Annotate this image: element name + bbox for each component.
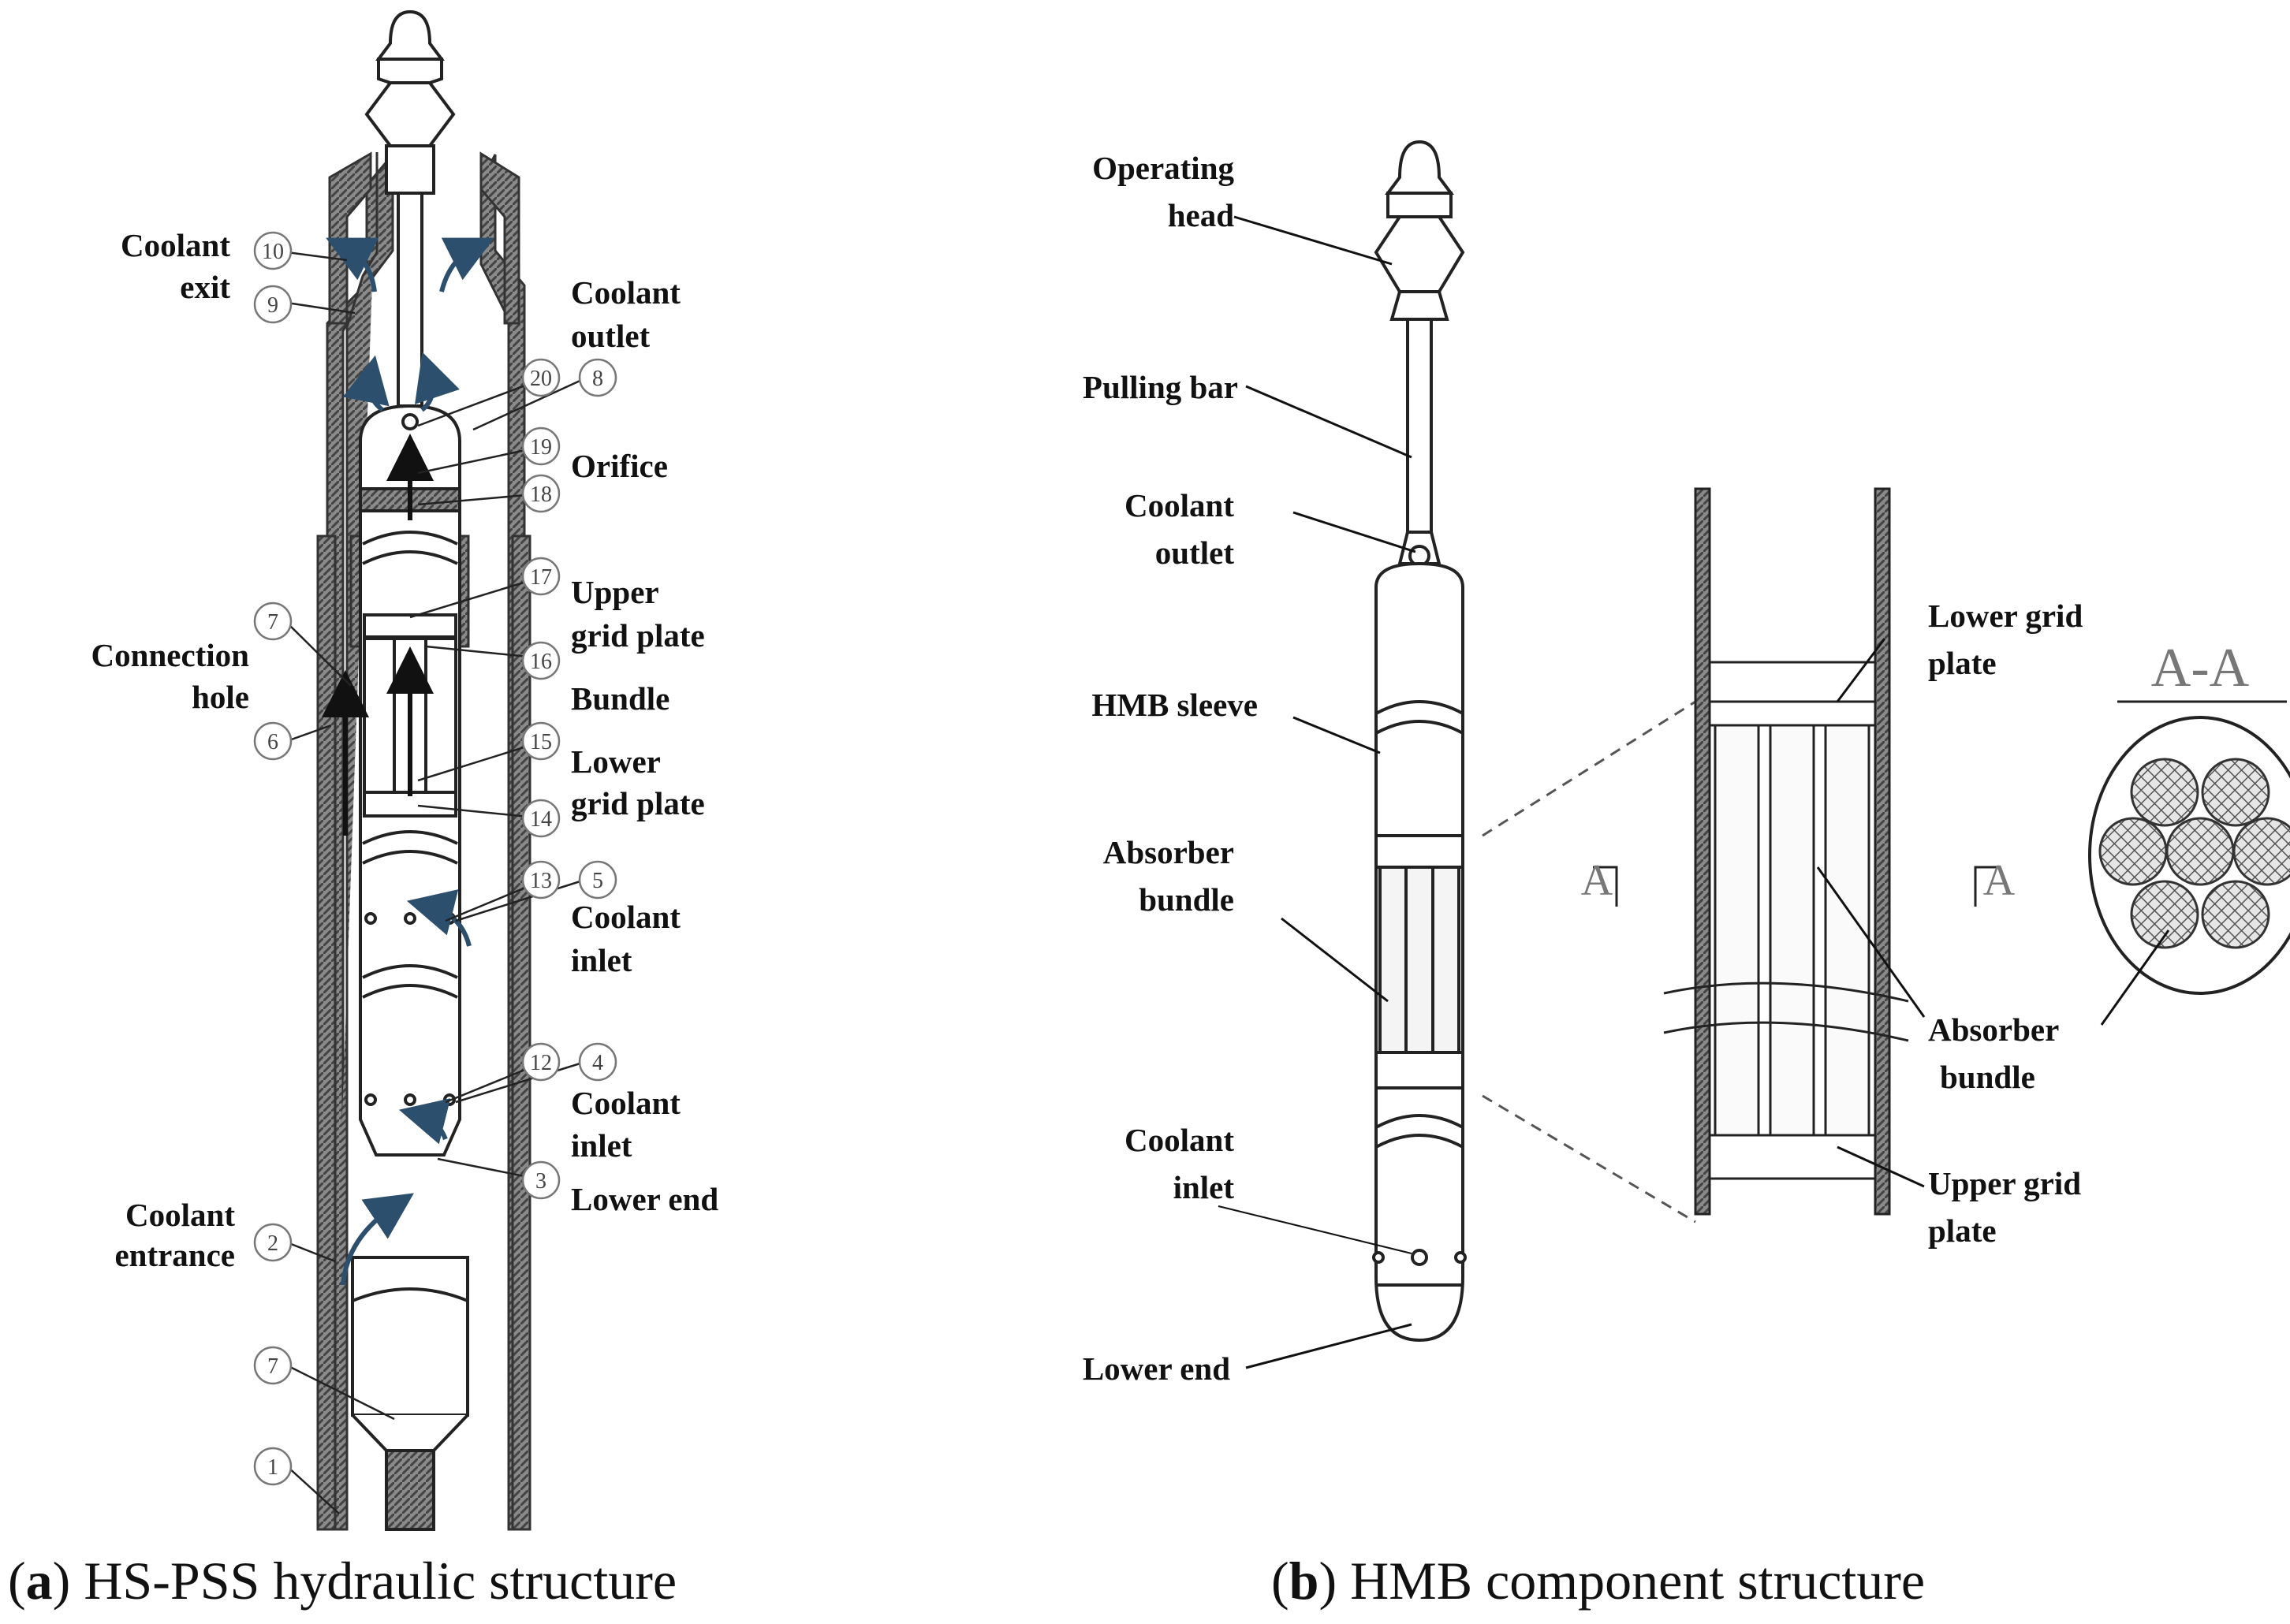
leader-lines-b — [1218, 215, 2170, 1369]
num-8: 8 — [592, 367, 603, 391]
flow-arrows-a — [322, 237, 494, 1286]
caption-b-letter: b — [1289, 1551, 1319, 1611]
labels-a: Coolant exit Coolant outlet Orifice Uppe… — [91, 227, 719, 1273]
label-upper-grid-plate-2: grid plate — [571, 617, 705, 654]
label-coolant-inlet-b1: Coolant — [1124, 1122, 1234, 1158]
label-lower-grid-plate-2: grid plate — [571, 785, 705, 821]
caption-a-text: HS-PSS hydraulic structure — [70, 1551, 677, 1611]
label-coolant-entrance-1: Coolant — [125, 1197, 235, 1233]
num-19: 19 — [530, 435, 552, 460]
label-upper-grid-plate-b1: Upper grid — [1928, 1165, 2081, 1201]
label-bundle: Bundle — [571, 680, 669, 717]
panel-b: Operating head Pulling bar Coolant outle… — [1083, 140, 2290, 1611]
num-7-upper: 7 — [267, 610, 278, 635]
label-coolant-inlet-2a: Coolant — [571, 1085, 681, 1121]
labels-b: Operating head Pulling bar Coolant outle… — [1083, 150, 2250, 1387]
num-9: 9 — [267, 293, 278, 318]
label-coolant-entrance-2: entrance — [114, 1237, 235, 1273]
num-3: 3 — [535, 1169, 546, 1194]
label-connection-hole-1: Connection — [91, 637, 250, 673]
num-17: 17 — [530, 565, 552, 590]
cross-section — [2088, 700, 2290, 995]
label-lower-end-a: Lower end — [571, 1181, 718, 1217]
num-12: 12 — [530, 1051, 552, 1075]
label-lower-grid-plate-b2: plate — [1928, 645, 1997, 681]
label-coolant-inlet-b2: inlet — [1173, 1169, 1235, 1205]
label-coolant-outlet-2: outlet — [571, 318, 651, 354]
label-coolant-exit-2: exit — [180, 269, 230, 305]
label-operating-head-2: head — [1168, 197, 1235, 233]
num-18: 18 — [530, 482, 552, 507]
num-14: 14 — [530, 807, 552, 832]
label-coolant-outlet-b1: Coolant — [1124, 487, 1234, 523]
label-upper-grid-plate-1: Upper — [571, 574, 659, 610]
num-1: 1 — [267, 1455, 278, 1480]
num-10: 10 — [262, 240, 284, 264]
num-6: 6 — [267, 730, 278, 754]
num-2: 2 — [267, 1231, 278, 1256]
caption-b: (b) HMB component structure — [1271, 1551, 1925, 1611]
label-section-mark-right: A — [1983, 856, 2016, 905]
label-lower-end-b: Lower end — [1083, 1350, 1230, 1387]
panel-a: 10 9 20 8 19 18 17 7 16 6 15 14 13 5 12 … — [8, 9, 719, 1611]
caption-a: (a) HS-PSS hydraulic structure — [8, 1551, 677, 1611]
num-16: 16 — [530, 650, 552, 674]
lower-support-a — [351, 1256, 469, 1531]
num-4: 4 — [592, 1051, 603, 1075]
label-lower-grid-plate-b1: Lower grid — [1928, 598, 2083, 634]
label-coolant-outlet-1: Coolant — [571, 274, 681, 311]
label-absorber-bundle-2: bundle — [1139, 881, 1234, 918]
leader-lines-a — [286, 251, 586, 1514]
label-coolant-exit-1: Coolant — [121, 227, 230, 263]
label-coolant-outlet-b2: outlet — [1155, 535, 1235, 571]
num-20: 20 — [530, 367, 552, 391]
label-section-mark-left: A — [1581, 856, 1613, 905]
num-7-lower: 7 — [267, 1354, 278, 1379]
num-5: 5 — [592, 869, 603, 893]
num-13: 13 — [530, 869, 552, 893]
label-coolant-inlet-2b: inlet — [571, 1127, 632, 1164]
label-connection-hole-2: hole — [192, 679, 249, 715]
label-coolant-inlet-1a: Coolant — [571, 899, 681, 935]
label-hmb-sleeve: HMB sleeve — [1091, 687, 1258, 723]
label-pulling-bar: Pulling bar — [1083, 369, 1238, 405]
caption-b-text: HMB component structure — [1337, 1551, 1925, 1611]
callout-numbers-a — [253, 231, 617, 1486]
caption-a-letter: a — [26, 1551, 53, 1611]
num-15: 15 — [530, 730, 552, 754]
label-absorber-bundle-d2: bundle — [1940, 1059, 2035, 1095]
label-section-aa: A-A — [2151, 638, 2250, 698]
guide-tube — [316, 535, 531, 1531]
label-upper-grid-plate-b2: plate — [1928, 1212, 1997, 1249]
label-lower-grid-plate-1: Lower — [571, 743, 661, 780]
label-orifice: Orifice — [571, 448, 668, 484]
hmb-component — [1372, 140, 1467, 1343]
detail-view — [1482, 487, 1999, 1224]
label-absorber-bundle-1: Absorber — [1103, 834, 1234, 870]
label-coolant-inlet-1b: inlet — [571, 942, 632, 978]
label-absorber-bundle-d1: Absorber — [1928, 1011, 2059, 1048]
callout-number-text-a: 10 9 20 8 19 18 17 7 16 6 15 14 13 5 12 … — [262, 240, 603, 1480]
label-operating-head-1: Operating — [1092, 150, 1234, 186]
